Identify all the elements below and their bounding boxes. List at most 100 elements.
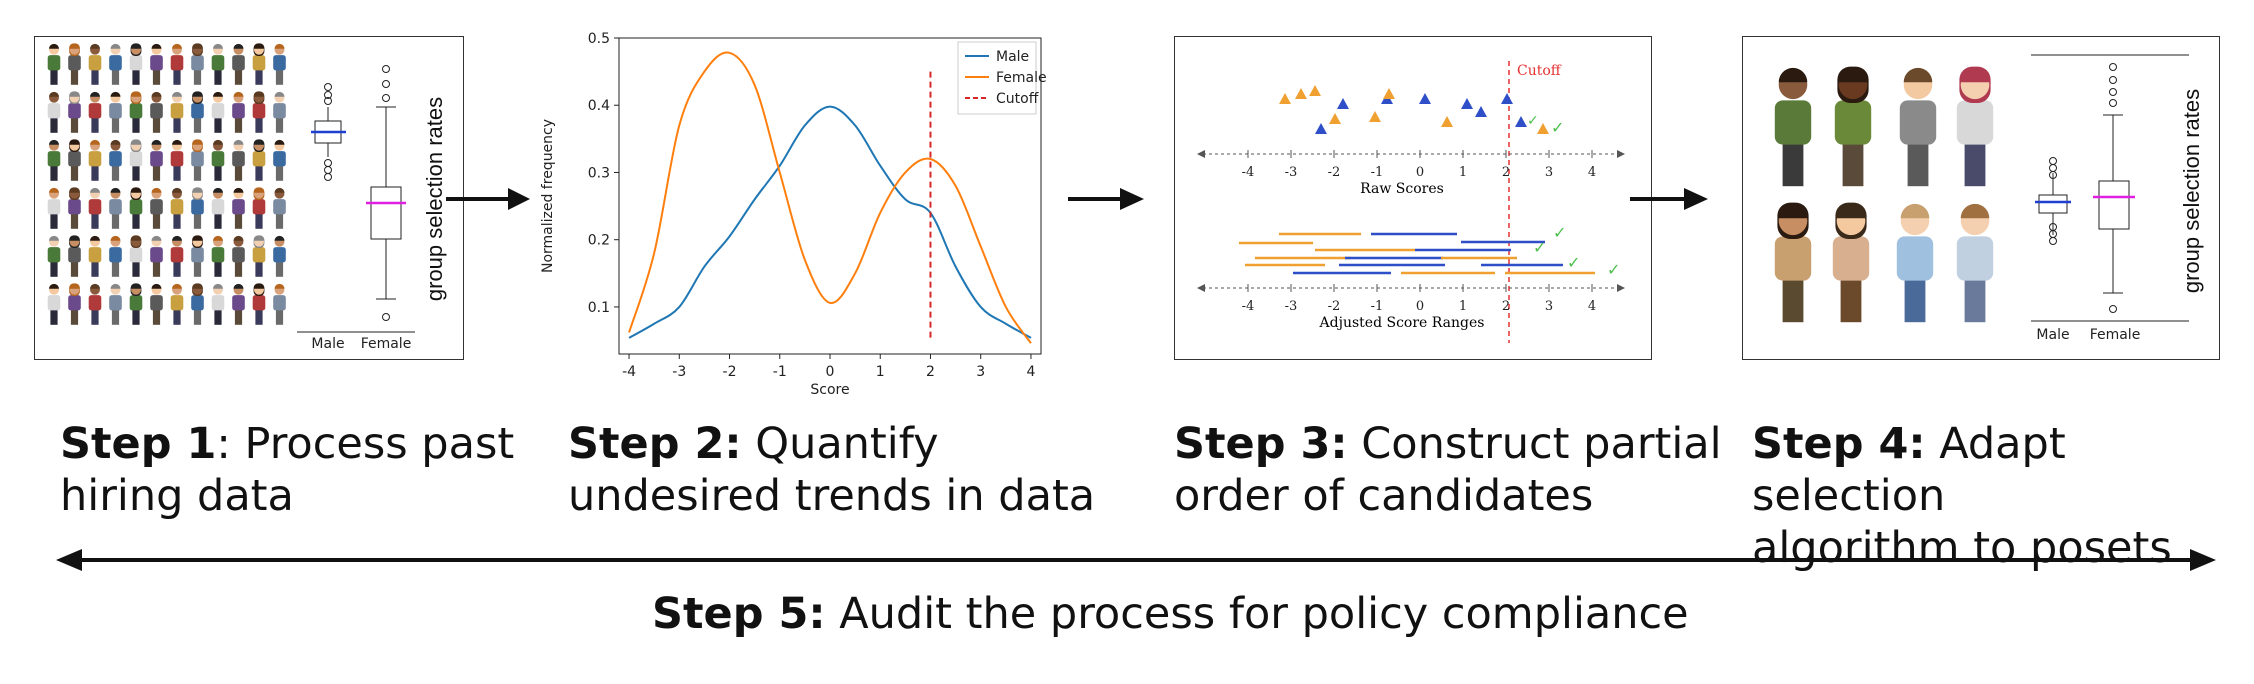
axis-tick-label: -4	[1242, 165, 1255, 180]
person-icon	[232, 283, 245, 325]
axis-tick-label: 2	[1502, 165, 1510, 180]
x-tick-label: -4	[622, 364, 636, 380]
x-axis-label: Score	[810, 382, 849, 398]
check-icon: ✓	[1551, 118, 1564, 137]
person-icon	[129, 91, 143, 133]
person-icon	[150, 235, 163, 277]
axis-tick-label: -1	[1371, 299, 1384, 314]
raw-score-marker	[1383, 88, 1395, 99]
cutoff-label: Cutoff	[1517, 63, 1562, 79]
person-icon	[109, 91, 122, 133]
person-icon	[129, 283, 143, 325]
person-icon	[109, 235, 122, 277]
raw-score-marker	[1329, 113, 1341, 124]
caption-step1: Step 1: Process past hiring data	[60, 418, 514, 522]
step3-bold: Step 3:	[1174, 419, 1348, 469]
axis-tick-label: 3	[1545, 165, 1553, 180]
person-icon	[150, 43, 163, 85]
person-icon	[232, 187, 245, 229]
axis-tick-label: 3	[1545, 299, 1553, 314]
x-tick-label: 1	[876, 364, 885, 380]
step5-bold: Step 5:	[652, 589, 826, 639]
axis-tick-label: -2	[1328, 299, 1341, 314]
step3-text2: order of candidates	[1174, 471, 1594, 521]
panel1-graphic: Male Female group selection rates	[47, 43, 447, 352]
person-icon	[47, 235, 61, 277]
person-icon	[1774, 202, 1812, 323]
person-icon	[232, 91, 245, 133]
person-icon	[1834, 66, 1872, 187]
x-tick-label: 3	[976, 364, 985, 380]
check-icon: ✓	[1533, 238, 1546, 257]
y-tick-label: 0.1	[588, 300, 610, 316]
person-icon	[68, 283, 81, 325]
person-icon	[150, 283, 163, 325]
person-icon	[252, 43, 266, 85]
person-icon	[129, 235, 143, 277]
person-icon	[273, 187, 286, 229]
person-icon	[252, 283, 266, 325]
step1-text: : Process past	[216, 419, 515, 469]
person-icon	[68, 235, 81, 277]
axis-tick-label: 4	[1588, 165, 1596, 180]
series-line-female	[628, 51, 1032, 344]
raw-score-marker	[1537, 123, 1549, 134]
axis-tick-label: -1	[1371, 165, 1384, 180]
arrow-2	[1068, 188, 1144, 210]
y-tick-label: 0.2	[588, 233, 610, 249]
raw-score-marker	[1475, 106, 1487, 117]
person-icon	[1832, 202, 1870, 323]
person-icon	[88, 91, 102, 133]
person-icon	[1896, 203, 1934, 323]
legend-male: Male	[996, 49, 1029, 65]
step2-text2: undesired trends in data	[568, 471, 1096, 521]
caption-step5: Step 5: Audit the process for policy com…	[652, 588, 1689, 640]
axis-tick-label: 1	[1459, 165, 1467, 180]
person-icon	[88, 139, 102, 181]
person-icon	[170, 43, 184, 85]
person-icon	[109, 43, 122, 85]
y-axis-label: group selection rates	[422, 97, 447, 301]
step2-text: Quantify	[741, 419, 939, 469]
people-illustration	[1774, 66, 1994, 323]
arrow-3	[1630, 188, 1708, 210]
x-tick-label: 2	[926, 364, 935, 380]
person-icon	[211, 187, 225, 229]
panel-step4: Male Female group selection rates	[1742, 36, 2220, 360]
raw-score-marker	[1337, 98, 1349, 109]
person-icon	[232, 43, 245, 85]
step5-text: Audit the process for policy compliance	[825, 589, 1689, 639]
person-icon	[129, 139, 143, 181]
adjusted-score-ranges: ✓✓✓✓	[1239, 223, 1620, 279]
x-tick-label: -2	[723, 364, 737, 380]
person-icon	[191, 43, 204, 85]
step4-bold: Step 4:	[1752, 419, 1926, 469]
person-icon	[191, 139, 204, 181]
female-label-4: Female	[2090, 327, 2141, 343]
person-icon	[109, 187, 122, 229]
person-icon	[129, 187, 143, 229]
check-icon: ✓	[1527, 113, 1539, 129]
y-tick-label: 0.5	[588, 31, 610, 47]
y-tick-label: 0.4	[588, 98, 610, 114]
person-icon	[47, 91, 61, 133]
raw-score-marker	[1369, 111, 1381, 122]
step3-text: Construct partial	[1347, 419, 1722, 469]
person-icon	[191, 187, 204, 229]
x-tick-label: -1	[773, 364, 787, 380]
person-icon	[211, 283, 225, 325]
person-icon	[109, 139, 122, 181]
female-boxplot-4	[2093, 63, 2135, 313]
caption-step4: Step 4: Adapt selection algorithm to pos…	[1752, 418, 2254, 574]
person-icon	[47, 283, 61, 325]
person-icon	[252, 187, 266, 229]
y-axis-label-4: group selection rates	[2179, 89, 2204, 293]
person-icon	[1956, 66, 1994, 187]
panel4-graphic: Male Female group selection rates	[1774, 54, 2204, 343]
person-icon	[88, 235, 102, 277]
person-icon	[1774, 67, 1812, 187]
step4-text: Adapt selection	[1752, 419, 2066, 521]
male-label: Male	[311, 336, 344, 352]
person-icon	[252, 91, 266, 133]
